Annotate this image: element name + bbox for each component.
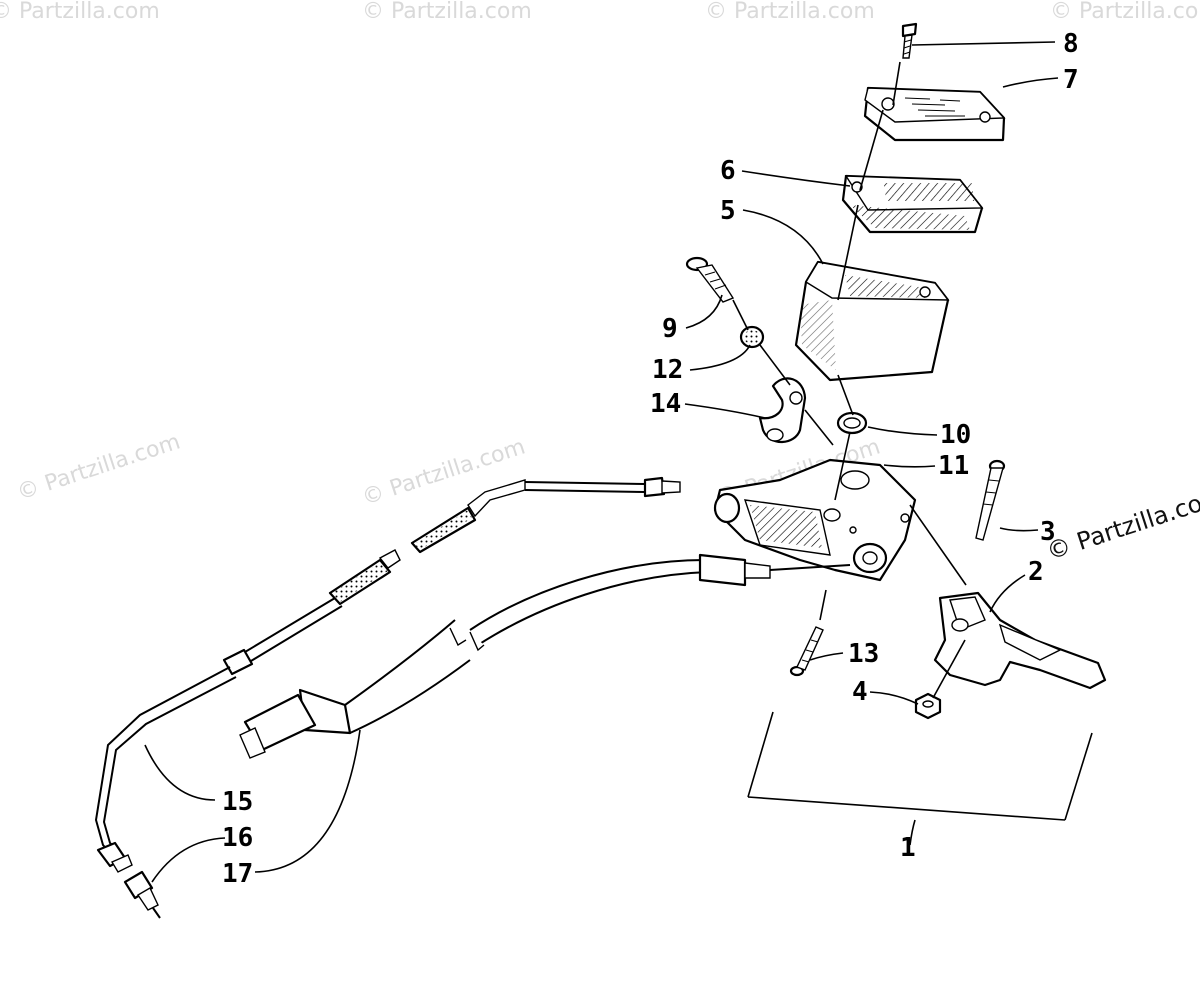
part-3-bolt	[975, 459, 1006, 541]
watermark-top-4: © Partzilla.com	[1050, 0, 1200, 24]
callout-5: 5	[720, 196, 736, 226]
watermark-top-2: © Partzilla.com	[362, 0, 532, 24]
brake-hose-upper	[410, 476, 681, 554]
callout-16: 16	[222, 823, 253, 853]
part-2-lever	[933, 591, 1107, 690]
part-12-washer	[739, 325, 765, 349]
part-4-nut	[914, 692, 942, 720]
part-13-screw	[789, 626, 824, 677]
callout-15: 15	[222, 787, 253, 817]
callout-1: 1	[900, 833, 916, 863]
callout-10: 10	[940, 420, 971, 450]
callout-14: 14	[650, 389, 681, 419]
alignment-lines	[732, 61, 967, 699]
watermark-mid-2: © Partzilla.com	[359, 434, 528, 510]
watermark-right: © Partzilla.com	[1043, 482, 1200, 566]
part-6-diaphragm	[841, 174, 984, 234]
callout-8: 8	[1063, 29, 1079, 59]
part-11-master-cylinder	[713, 458, 917, 582]
part-8-screw	[901, 22, 918, 59]
part-5-reservoir	[794, 260, 950, 382]
part-9-screw	[685, 256, 735, 303]
callout-11: 11	[938, 451, 969, 481]
watermark-group: © Partzilla.com © Partzilla.com © Partzi…	[0, 0, 1200, 566]
callout-6: 6	[720, 156, 736, 186]
callout-3: 3	[1040, 517, 1056, 547]
part-1-assembly-bracket	[747, 711, 1093, 821]
callout-12: 12	[652, 355, 683, 385]
callout-7: 7	[1063, 65, 1079, 95]
callout-2: 2	[1028, 557, 1044, 587]
part-17-switch-cable	[239, 553, 851, 759]
callout-labels: 8 7 6 5 9 12 14 10 11 3 2 13 4 1 15 16 1…	[222, 29, 1079, 889]
watermark-mid-1: © Partzilla.com	[14, 429, 183, 505]
callout-17: 17	[222, 859, 253, 889]
watermark-top-1: © Partzilla.com	[0, 0, 160, 24]
part-7-cover	[863, 86, 1006, 142]
part-16-fitting	[123, 870, 161, 919]
part-15-brake-line	[94, 549, 401, 873]
callout-4: 4	[852, 677, 868, 707]
callout-9: 9	[662, 314, 678, 344]
watermark-top-3: © Partzilla.com	[705, 0, 875, 24]
part-14-clamp	[758, 377, 807, 444]
part-10-oring	[836, 411, 868, 435]
callout-13: 13	[848, 639, 879, 669]
leader-lines	[144, 41, 1059, 883]
